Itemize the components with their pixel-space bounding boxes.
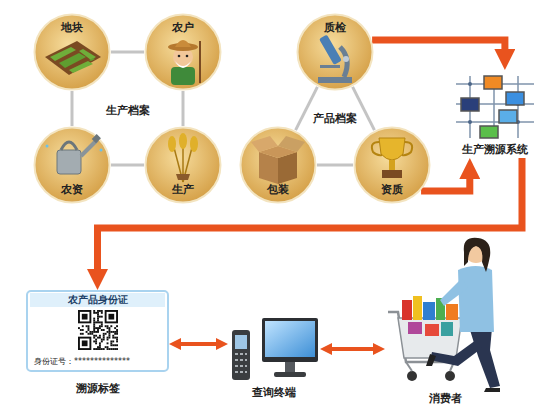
group-label: 生产档案 xyxy=(106,103,150,118)
archive-circle: 资质 xyxy=(353,126,431,204)
circle-label: 地块 xyxy=(33,21,111,34)
card-title: 农产品身份证 xyxy=(30,293,165,307)
link-line xyxy=(71,91,74,126)
figure-node: 查询终端 xyxy=(228,316,320,382)
archive-circle: 质检 xyxy=(296,13,374,91)
archive-circle: 农资 xyxy=(33,126,111,204)
link-line xyxy=(111,51,144,54)
archive-circle: 地块 xyxy=(33,13,111,91)
circle-label: 包装 xyxy=(239,183,317,196)
link-line xyxy=(111,164,144,167)
card-id-line: 身份证号：************** xyxy=(34,357,130,367)
flow-arrow xyxy=(331,347,374,351)
node-caption: 生产溯源系统 xyxy=(462,143,528,156)
system-node: 生产溯源系统 xyxy=(450,70,540,158)
archive-circle: 农户 xyxy=(144,13,222,91)
consumer-figure xyxy=(388,238,500,392)
archive-circle: 包装 xyxy=(239,126,317,204)
group-label: 产品档案 xyxy=(313,111,357,126)
circle-label: 资质 xyxy=(353,183,431,196)
trace-label-card: 农产品身份证身份证号：**************溯源标签 xyxy=(26,290,169,372)
link-line xyxy=(317,164,353,167)
node-caption: 溯源标签 xyxy=(76,382,120,395)
archive-circle: 生产 xyxy=(144,126,222,204)
circle-label: 农户 xyxy=(144,21,222,34)
circle-label: 质检 xyxy=(296,21,374,34)
terminal-icon xyxy=(232,318,318,380)
flow-arrow xyxy=(372,40,505,51)
system-icon xyxy=(456,76,534,138)
link-line xyxy=(182,91,185,126)
qr-code xyxy=(78,310,118,350)
node-caption: 消费者 xyxy=(429,392,462,405)
figure-node: 消费者 xyxy=(385,236,505,388)
circle-label: 生产 xyxy=(144,183,222,196)
circle-label: 农资 xyxy=(33,183,111,196)
flow-arrow xyxy=(180,342,217,346)
node-caption: 查询终端 xyxy=(252,386,296,399)
flow-arrow xyxy=(421,177,470,191)
